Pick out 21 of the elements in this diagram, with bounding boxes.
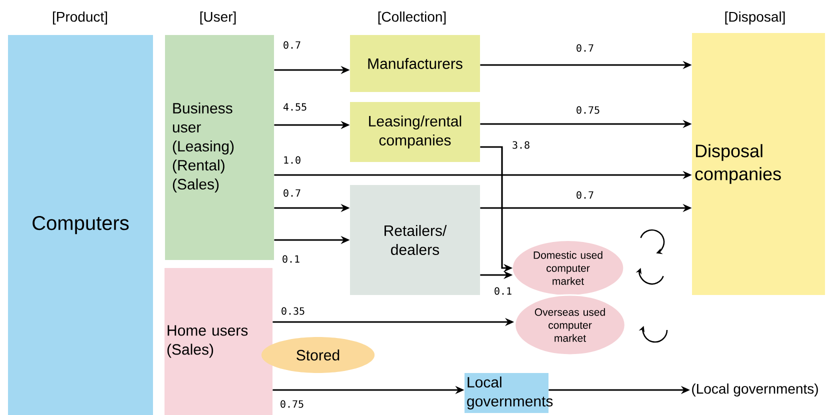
collector-box: Retailers/ dealers (350, 185, 480, 295)
node-text: (Local governments) (692, 383, 818, 397)
edge-label: 0.1 (492, 286, 514, 296)
authority-box: Local governments (464, 373, 553, 413)
edge-label: 1.0 (282, 155, 302, 165)
edge-label: 0.1 (280, 254, 302, 264)
edge-label: 3.8 (510, 140, 532, 150)
collector-box: Manufacturers (350, 35, 480, 92)
disposal-box: Disposal companies (692, 33, 825, 295)
edge-label: 0.7 (282, 40, 302, 50)
collector-box: Leasing/rental companies (350, 102, 480, 162)
edge-label: 0.7 (282, 188, 302, 198)
edge-label: 4.55 (282, 102, 308, 112)
edge-label: 0.7 (574, 190, 596, 200)
user-box: Home users (Sales) (164, 268, 272, 415)
user-box: Business user (Leasing) (Rental) (Sales) (165, 35, 274, 260)
edge-label: 0.7 (574, 43, 596, 53)
edge-label: 0.75 (574, 105, 602, 115)
product-box: Computers (8, 35, 153, 415)
edge-label: 0.75 (278, 399, 306, 409)
edge-label: 0.35 (280, 306, 306, 316)
